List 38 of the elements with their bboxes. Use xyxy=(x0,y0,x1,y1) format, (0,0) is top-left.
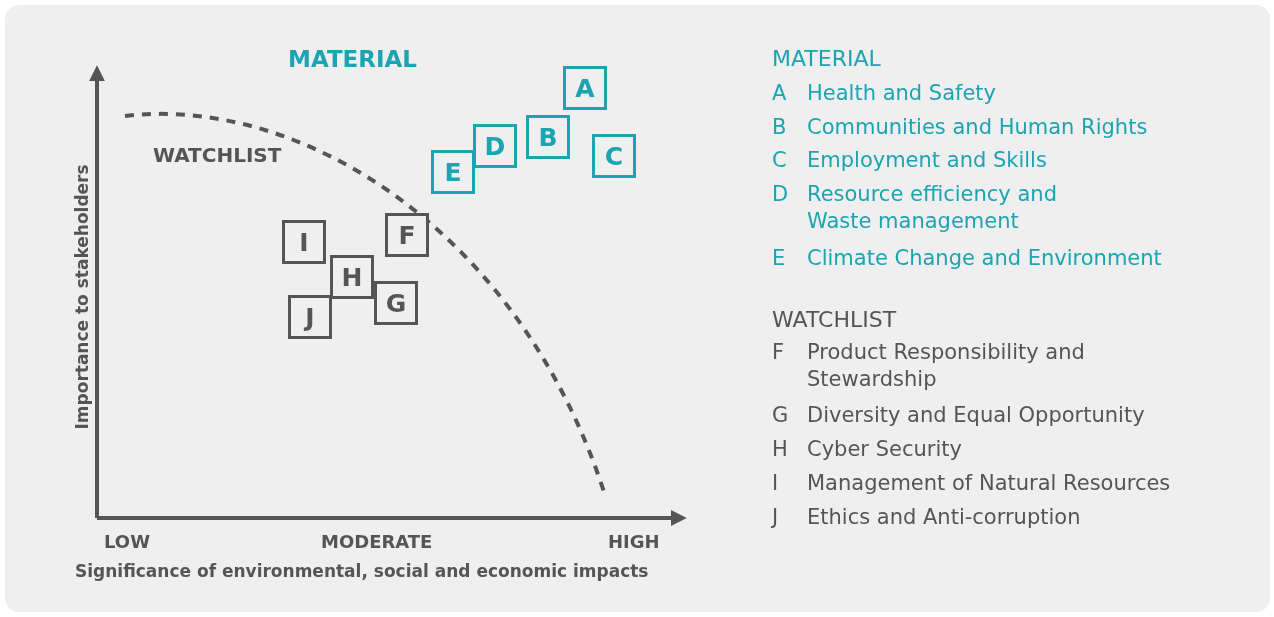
letter-box: F xyxy=(385,213,429,257)
list-letter: A xyxy=(772,80,787,107)
zone-label: WATCHLIST xyxy=(153,142,282,169)
list-item: Climate Change and Environment xyxy=(807,245,1162,272)
letter-box: E xyxy=(431,150,475,194)
letter-box: D xyxy=(473,124,517,168)
list-heading: MATERIAL xyxy=(772,45,881,72)
letter-box: A xyxy=(563,66,607,110)
zone-label: MATERIAL xyxy=(288,46,418,73)
list-item: Diversity and Equal Opportunity xyxy=(807,402,1145,429)
list-item: Health and Safety xyxy=(807,80,996,107)
list-letter: H xyxy=(772,436,788,463)
list-item: Employment and Skills xyxy=(807,147,1047,174)
list-letter: E xyxy=(772,245,786,272)
list-letter: I xyxy=(772,470,779,497)
list-heading: WATCHLIST xyxy=(772,306,897,333)
list-item: Management of Natural Resources xyxy=(807,470,1171,497)
letter-box: B xyxy=(526,115,570,159)
list-item: Communities and Human Rights xyxy=(807,114,1148,141)
axis-title: Significance of environmental, social and economic impacts xyxy=(75,560,649,583)
tick-label: LOW xyxy=(104,530,150,554)
list-letter: B xyxy=(772,114,787,141)
tick-label: MODERATE xyxy=(321,530,433,554)
list-letter: C xyxy=(772,147,787,174)
list-letter: G xyxy=(772,402,789,429)
list-item: Ethics and Anti-corruption xyxy=(807,504,1081,531)
list-letter: F xyxy=(772,339,785,366)
letter-box: J xyxy=(288,295,332,339)
list-item: Resource efficiency and Waste management xyxy=(807,181,1058,235)
letter-box: C xyxy=(592,134,636,178)
list-letter: D xyxy=(772,181,789,208)
list-item: Product Responsibility and Stewardship xyxy=(807,339,1086,393)
list-item: Cyber Security xyxy=(807,436,962,463)
letter-box: G xyxy=(374,281,418,325)
letter-box: I xyxy=(282,220,326,264)
list-letter: J xyxy=(772,504,779,531)
tick-label: HIGH xyxy=(608,530,660,554)
letter-box: H xyxy=(330,255,374,299)
